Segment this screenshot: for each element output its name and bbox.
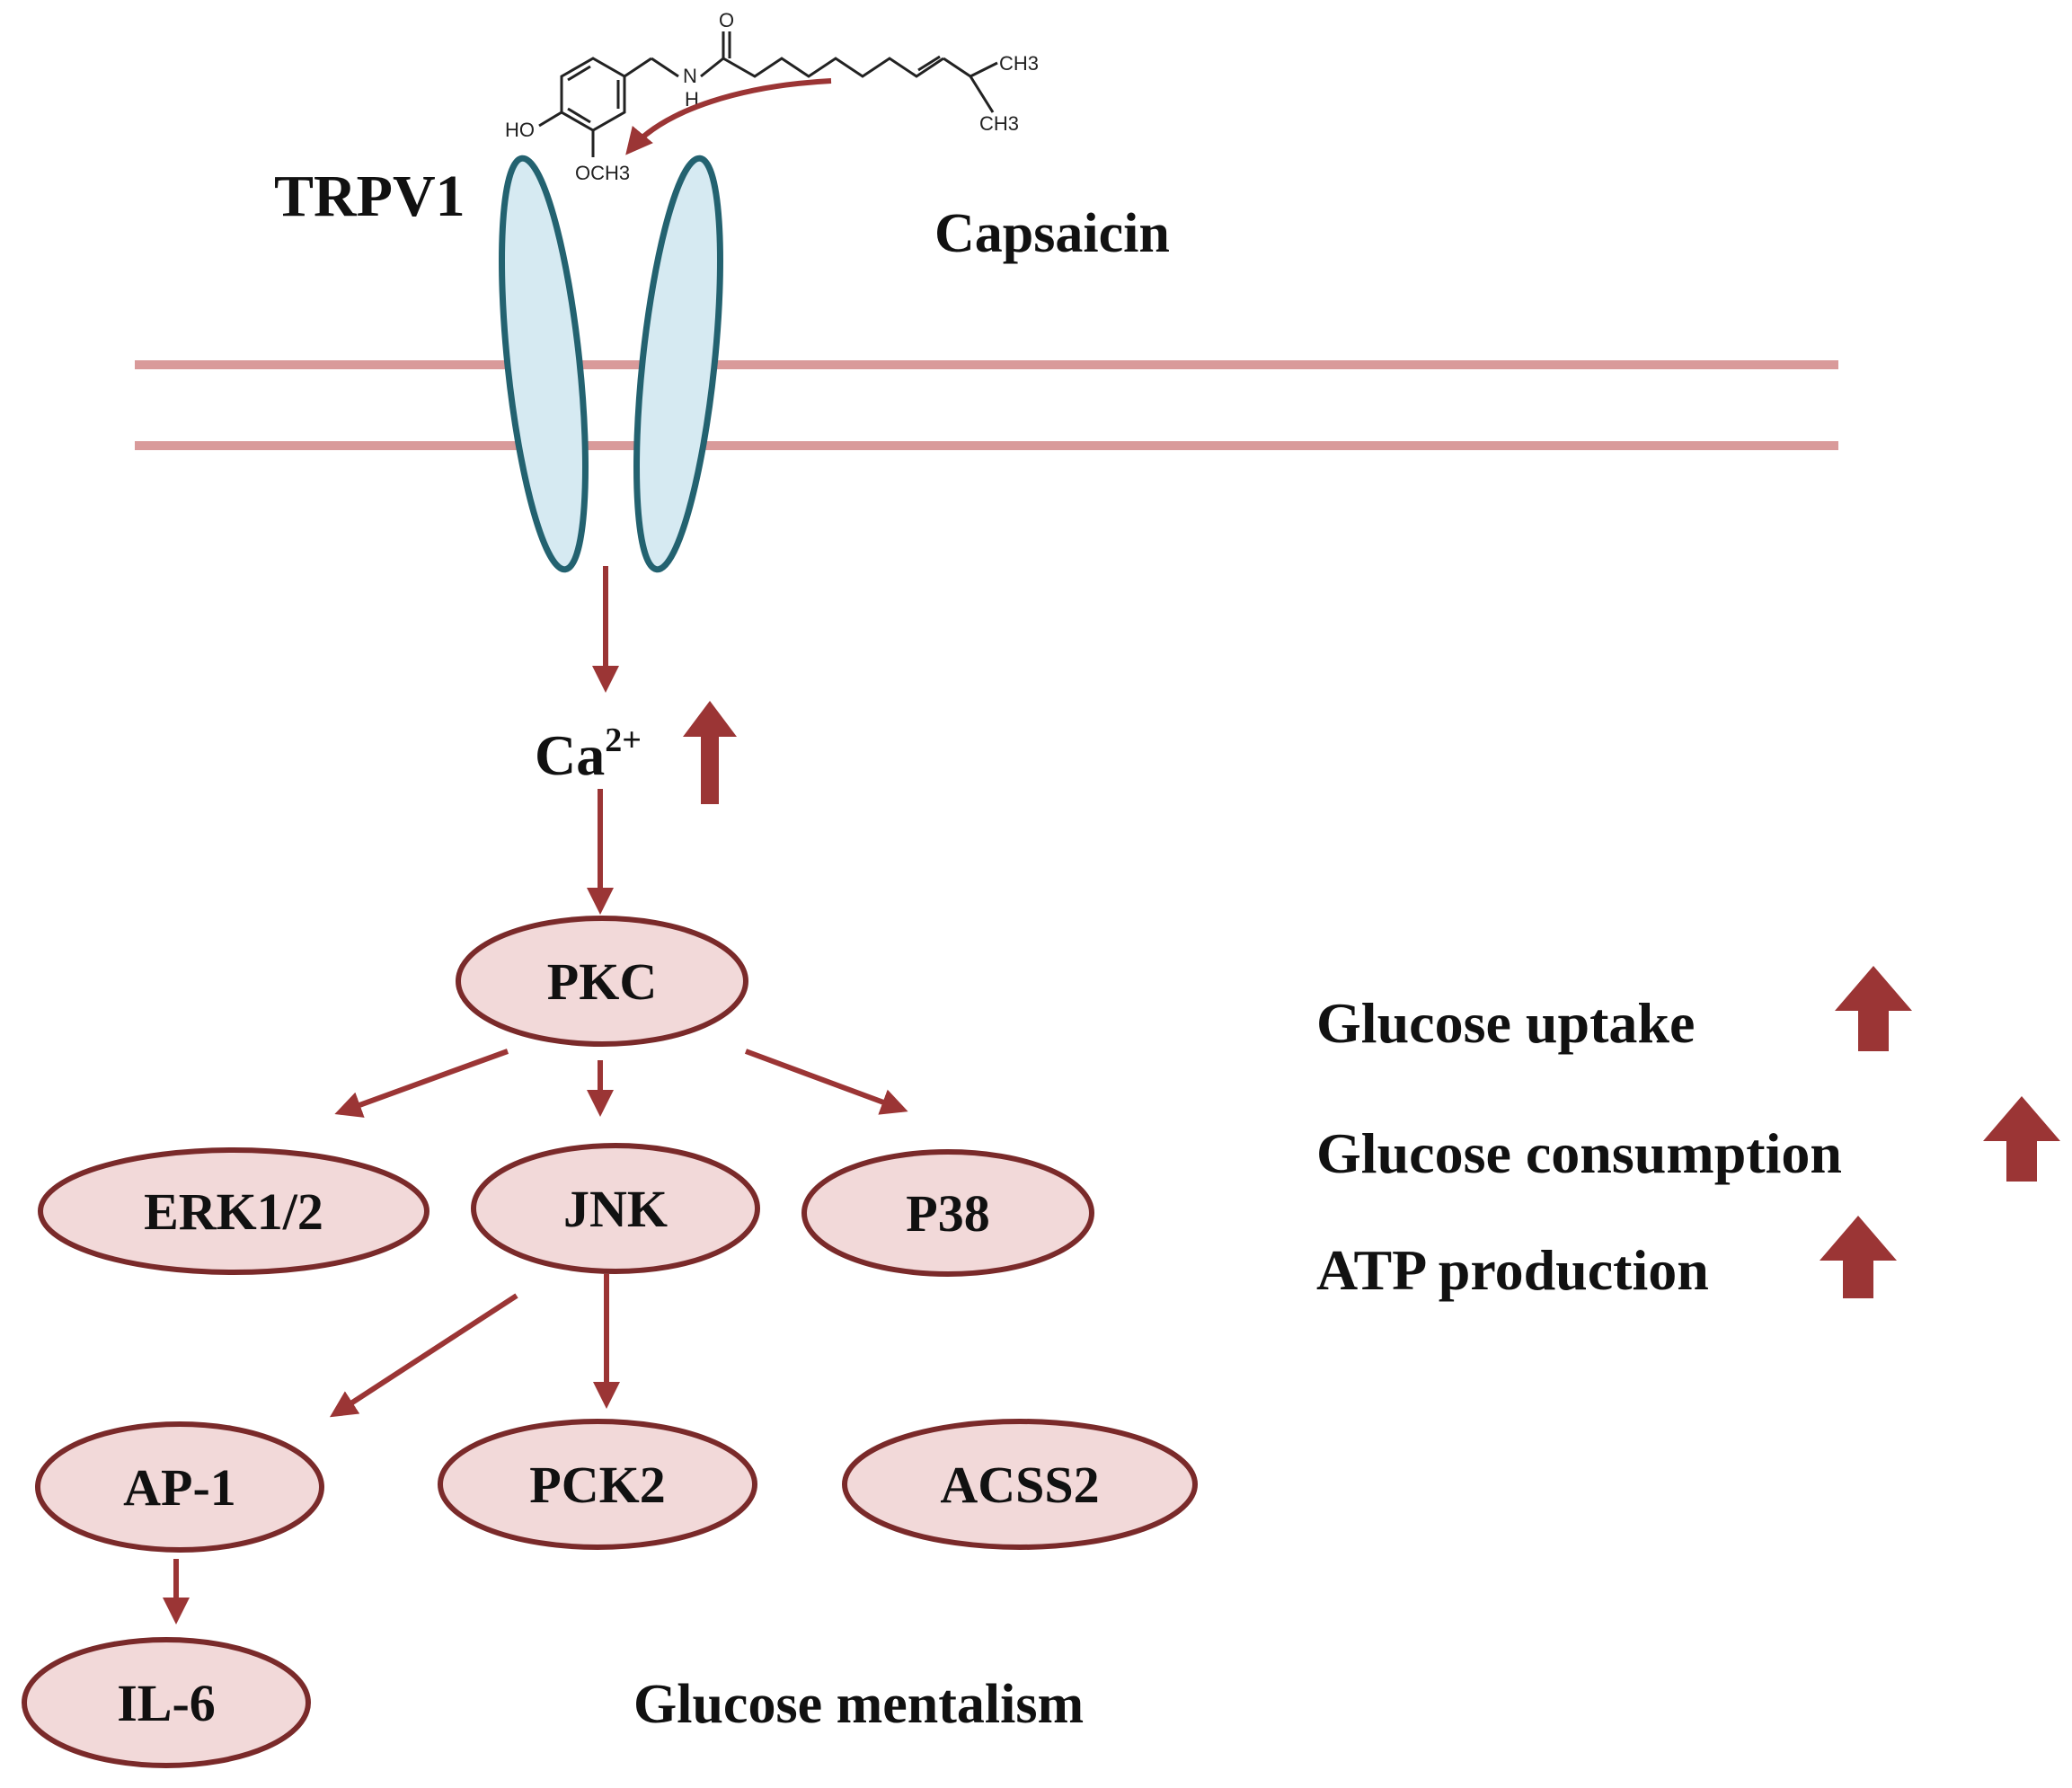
arrow-pkc-erk	[334, 1049, 509, 1118]
calcium-charge: 2+	[605, 721, 642, 759]
effect-glucose-uptake: Glucose uptake	[1316, 991, 1695, 1055]
trpv1-label: TRPV1	[274, 164, 465, 229]
calcium-label: Ca2+	[535, 721, 642, 787]
node-il6: IL-6	[22, 1637, 311, 1768]
node-acss2: ACSS2	[842, 1419, 1198, 1550]
calcium-up-arrow-icon	[683, 701, 737, 804]
node-p38-label: P38	[906, 1184, 989, 1243]
node-acss2-label: ACSS2	[940, 1456, 1099, 1514]
node-jnk-label: JNK	[563, 1180, 668, 1238]
chem-o: O	[719, 9, 734, 31]
effect-glucose-uptake-up-arrow-icon	[1835, 966, 1912, 1051]
calcium-symbol: Ca	[535, 723, 605, 787]
capsaicin-label: Capsaicin	[934, 203, 1170, 264]
chem-ho: HO	[505, 119, 535, 141]
node-ap1: AP-1	[35, 1421, 324, 1553]
node-pkc-label: PKC	[547, 952, 657, 1011]
trpv1-channel	[499, 155, 723, 573]
effect-atp-production: ATP production	[1316, 1238, 1709, 1302]
chem-ch3-top: CH3	[999, 52, 1039, 75]
effects-list: Glucose uptake Glucose consumption ATP p…	[1316, 966, 2060, 1302]
node-pck2-label: PCK2	[529, 1456, 665, 1514]
cell-membrane	[135, 360, 1838, 450]
node-erk-label: ERK1/2	[144, 1182, 323, 1241]
node-p38: P38	[801, 1149, 1094, 1277]
node-ap1-label: AP-1	[123, 1458, 236, 1517]
effect-atp-production-up-arrow-icon	[1820, 1216, 1897, 1298]
node-jnk: JNK	[471, 1143, 760, 1274]
binding-arrow	[625, 78, 832, 155]
trpv1-subunit-right	[633, 155, 723, 573]
chem-och3: OCH3	[575, 162, 630, 184]
chem-ch3-bottom: CH3	[979, 112, 1019, 135]
footer-label: Glucose mentalism	[633, 1674, 1084, 1735]
capsaicin-structure-icon	[538, 31, 998, 157]
effect-glucose-consumption: Glucose consumption	[1316, 1121, 1842, 1185]
chem-n: N	[683, 65, 697, 87]
arrow-jnk-ap1	[329, 1293, 518, 1418]
arrow-pkc-p38	[744, 1049, 908, 1115]
effect-glucose-consumption-up-arrow-icon	[1983, 1096, 2060, 1182]
node-il6-label: IL-6	[117, 1674, 216, 1732]
node-erk: ERK1/2	[38, 1147, 429, 1275]
node-pck2: PCK2	[438, 1419, 757, 1550]
trpv1-subunit-left	[499, 155, 589, 573]
node-pkc: PKC	[456, 916, 748, 1047]
